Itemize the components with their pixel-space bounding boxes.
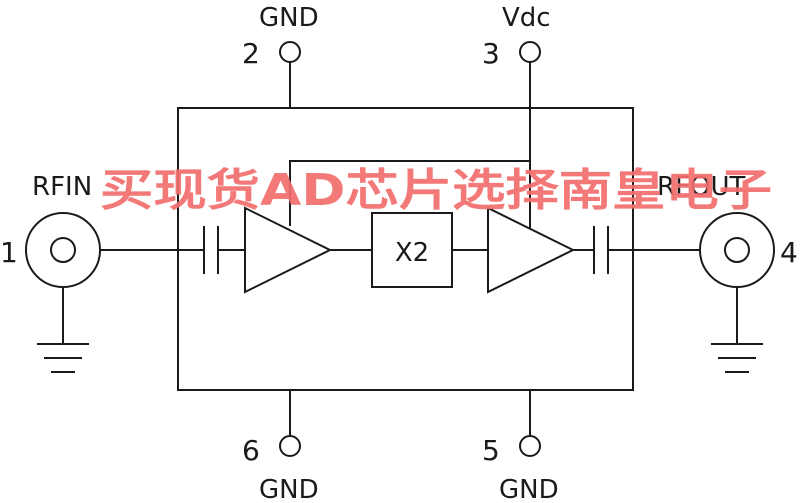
rfout-connector-inner: [724, 237, 750, 263]
label-gnd-bottom-left: GND: [259, 475, 319, 503]
pin-number-4: 4: [780, 236, 798, 269]
pin-number-2: 2: [242, 37, 260, 70]
rfout-connector-outer: [699, 212, 775, 288]
label-gnd-top: GND: [259, 3, 319, 33]
label-rfout: RFOUT: [657, 172, 746, 202]
pin6-terminal: [279, 435, 301, 457]
pin-number-3: 3: [482, 37, 500, 70]
label-rfin: RFIN: [32, 172, 92, 202]
watermark-text: 买现货AD芯片选择南皇电子: [100, 165, 772, 216]
bias-line: [289, 160, 530, 226]
rfin-connector-inner: [50, 237, 76, 263]
multiplier-label: X2: [395, 238, 429, 268]
label-gnd-bottom-right: GND: [499, 475, 559, 503]
rfin-connector-outer: [25, 212, 101, 288]
pin-number-5: 5: [482, 434, 500, 467]
pin-number-1: 1: [0, 236, 18, 269]
pin3-terminal: [519, 41, 541, 63]
amplifier2-symbol: [487, 206, 576, 294]
pin-number-6: 6: [242, 434, 260, 467]
pin2-terminal: [279, 41, 301, 63]
multiplier-block: [371, 212, 453, 288]
label-vdc: Vdc: [502, 3, 551, 33]
pin5-terminal: [519, 435, 541, 457]
amplifier1-symbol: [244, 206, 333, 294]
